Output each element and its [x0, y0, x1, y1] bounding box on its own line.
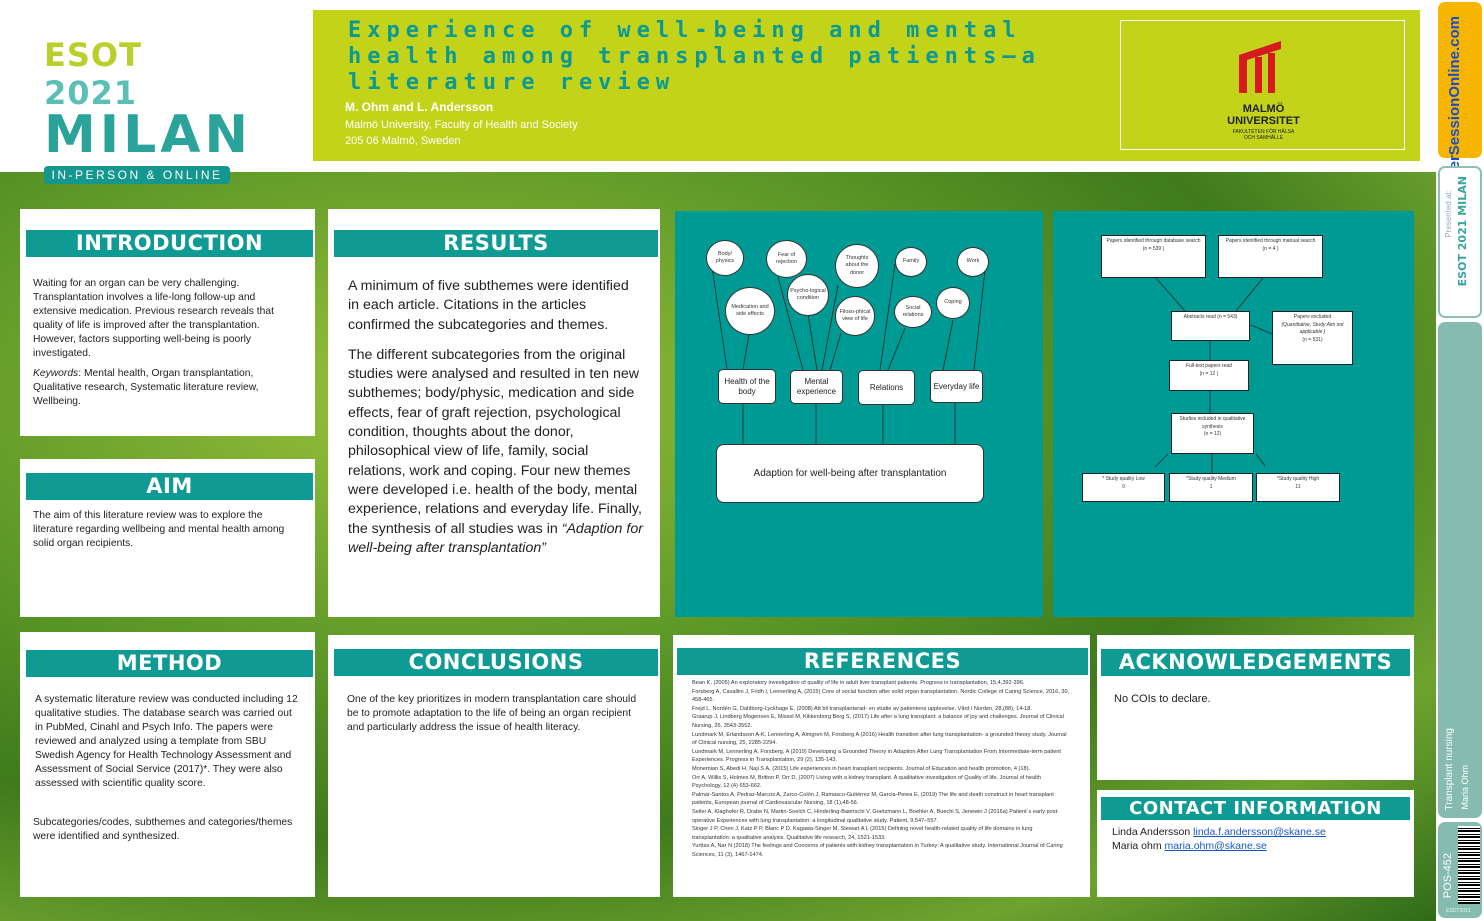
reference-item: Palmar-Santos A, Pedraz-Marcos A, Zarco-… [692, 791, 1054, 807]
subtheme-bubble: Psycho-logical condition [787, 274, 829, 316]
session-sidebar: PosterSessionOnline.com Presented at: ES… [1436, 0, 1484, 921]
method-panel: METHOD A systematic literature review wa… [20, 632, 315, 897]
subtheme-bubble: Filoso-phical view of life [835, 296, 875, 336]
acknowledgements-text: No COIs to declare. [1114, 693, 1211, 705]
references-panel: REFERENCES Bean K, (2005) An exploratory… [673, 635, 1090, 897]
introduction-panel: INTRODUCTION Waiting for an organ can be… [20, 209, 315, 436]
reference-item: Forsberg A, Cavallini J, Fridh I, Lenner… [692, 688, 1070, 704]
contact-person: Maria ohm maria.ohm@skane.se [1112, 840, 1267, 852]
barcode-icon [1458, 826, 1480, 904]
category-label: Transplant nursing [1444, 727, 1455, 810]
conclusions-heading: CONCLUSIONS [334, 649, 658, 676]
reference-item: Seiler A, Klaghofer R, Drabe N, Martin-S… [692, 808, 1059, 824]
malmo-university-icon [1239, 41, 1281, 93]
subtheme-bubble: Family [895, 247, 927, 277]
reference-item: Bean K, (2005) An exploratory investigat… [692, 680, 1025, 686]
keywords: Keywords: Mental health, Organ transplan… [33, 368, 259, 407]
subtheme-bubble: Body/ physics [706, 240, 744, 276]
reference-item: Lundmark M, Erlandsson A-K, Lennerling A… [692, 731, 1067, 747]
theme-box: Mental experience [790, 370, 843, 404]
conclusions-panel: CONCLUSIONS One of the key prioritizes i… [328, 635, 660, 897]
flow-box-excluded: Papers excluded(Quantitative, Study Aim … [1272, 311, 1353, 365]
subtheme-bubble: Medication and side effects [725, 287, 775, 335]
aim-text: The aim of this literature review was to… [33, 510, 285, 549]
author-label: Maria Ohm [1460, 765, 1470, 810]
flow-box-included: Studies included in qualitative synthesi… [1171, 413, 1254, 454]
acknowledgements-heading: ACKNOWLEDGEMENTS [1101, 649, 1410, 676]
results-heading: RESULTS [334, 230, 658, 257]
poster-header: Experience of well-being and mental heal… [313, 10, 1420, 161]
reference-item: Yurttas A, Nar N (2018) The feelings and… [692, 843, 1063, 858]
references-heading: REFERENCES [677, 648, 1088, 675]
introduction-text: Waiting for an organ can be very challen… [33, 278, 274, 359]
introduction-heading: INTRODUCTION [26, 230, 313, 257]
conclusions-text: One of the key prioritizes in modern tra… [347, 694, 637, 733]
flow-box-fulltext: Full-text papers read(n = 12 ) [1169, 360, 1249, 391]
reference-item: Monemian S, Abedi H, Naji S A, (2015) Li… [692, 765, 1030, 772]
theme-box: Everyday life [930, 370, 983, 403]
reference-item: Frejd L, Nordén G, Dahlborg-Lyckhage E, … [692, 705, 1032, 712]
reference-item: Singer J P, Chen J, Katz P P, Blanc P D,… [692, 826, 1033, 841]
contact-heading: CONTACT INFORMATION [1101, 797, 1410, 820]
poster-id-box: POS-452 ESOT2021 [1438, 822, 1482, 918]
subtheme-bubble: Thoughts about the donor [835, 244, 879, 288]
aim-panel: AIM The aim of this literature review wa… [20, 459, 315, 617]
subtheme-bubble: Coping [936, 287, 970, 319]
method-heading: METHOD [26, 650, 313, 677]
poster-id: POS-452 [1442, 852, 1454, 898]
esot-milan-logo: ESOT 2021 MILAN IN-PERSON & ONLINE [44, 36, 252, 184]
authors: M. Ohm and L. Andersson [345, 100, 494, 114]
affiliation: Malmö University, Faculty of Health and … [345, 119, 578, 131]
results-panel: RESULTS A minimum of five subthemes were… [328, 209, 660, 617]
contact-person: Linda Andersson linda.f.andersson@skane.… [1112, 826, 1326, 838]
reference-item: Graarup J, Lindberg Mogensen E, Missel M… [692, 714, 1064, 729]
reference-item: Orr A, Willis S, Holmes M, Britton P, Or… [692, 774, 1042, 790]
acknowledgements-panel: ACKNOWLEDGEMENTS No COIs to declare. [1097, 635, 1414, 780]
email-link[interactable]: maria.ohm@skane.se [1164, 840, 1267, 852]
faculty: FAKULTETEN FÖR HÄLSA [1232, 129, 1295, 135]
faculty-2: OCH SAMHÄLLE [1243, 135, 1284, 141]
presented-at-box: Presented at: ESOT 2021 MILAN [1438, 166, 1482, 318]
poster-title: Experience of well-being and mental heal… [348, 18, 1041, 95]
flow-box-manual-search: Papers identified through manual search(… [1218, 235, 1323, 278]
university-name: MALMÖ [1242, 103, 1285, 115]
theme-box: Relations [858, 370, 915, 405]
poster-info-box: Transplant nursing Maria Ohm [1438, 322, 1482, 818]
references-list: Bean K, (2005) An exploratory investigat… [692, 679, 1072, 859]
subtheme-bubble: Social relations [894, 296, 932, 328]
aim-heading: AIM [26, 473, 313, 500]
poster-code: ESOT2021 [1446, 908, 1471, 914]
email-link[interactable]: linda.f.andersson@skane.se [1193, 826, 1326, 838]
flow-box-abstracts: Abstracts read (n = 543) [1171, 311, 1250, 341]
synthesis-box: Adaption for well-being after transplant… [716, 444, 984, 503]
method-text-2: Subcategories/codes, subthemes and categ… [33, 817, 293, 842]
results-text: A minimum of five subthemes were identif… [348, 278, 643, 556]
subtheme-bubble: Fear of rejection [766, 240, 807, 278]
university-logo-box: MALMÖ UNIVERSITET FAKULTETEN FÖR HÄLSA O… [1120, 20, 1405, 150]
flow-box-db-search: Papers identified through database searc… [1101, 235, 1206, 278]
poster-session-online-logo[interactable]: PosterSessionOnline.com [1438, 2, 1482, 202]
subtheme-bubble: Work [957, 247, 989, 277]
theme-box: Health of the body [718, 369, 776, 404]
university-name-2: UNIVERSITET [1227, 115, 1300, 127]
reference-item: Lundmark M, Lennerling A, Forsberg, A (2… [692, 748, 1061, 764]
contact-panel: CONTACT INFORMATION Linda Andersson lind… [1097, 790, 1414, 897]
address: 205 06 Malmö, Sweden [345, 135, 461, 147]
method-text: A systematic literature review was condu… [35, 694, 298, 789]
